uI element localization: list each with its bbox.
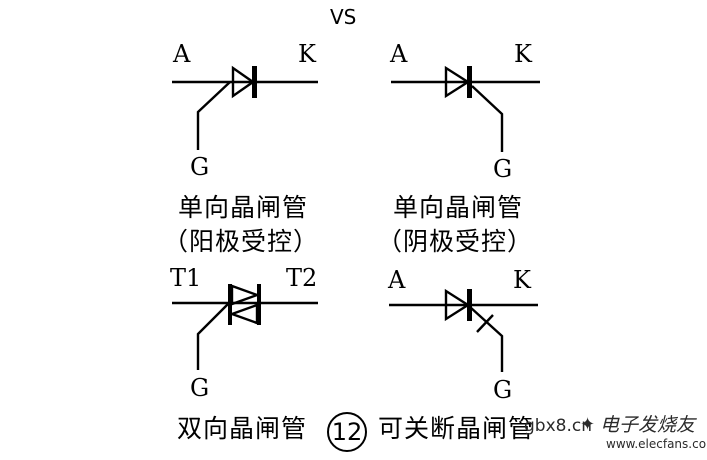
scr-anode-terminal-g: G (190, 153, 210, 181)
scr-cathode-terminal-g: G (493, 155, 513, 183)
gto-gate-lead (469, 306, 504, 372)
scr-anode-gate-lead (196, 81, 231, 150)
scr-anode-terminal-k: K (298, 40, 316, 68)
scr-cathode-terminal-a: A (390, 40, 408, 68)
scr-cathode-gate-lead (471, 85, 504, 152)
watermark-url: www.elecfans.com (606, 437, 707, 451)
triac-right-bar (257, 284, 261, 325)
scr-anode-symbol (172, 65, 318, 150)
triac-caption: 双向晶闸管 (177, 414, 308, 443)
watermark-left: gbx8.cn (524, 416, 592, 436)
scr-cathode-caption: 单向晶闸管 (393, 193, 524, 222)
gto-cathode-bar (467, 289, 472, 321)
triac-forward-triangle (230, 284, 261, 306)
triac-terminal-t2: T2 (286, 264, 318, 292)
triac-gate-lead (196, 303, 229, 370)
scr-anode-diode-triangle (231, 65, 256, 99)
scr-anode-caption: 单向晶闸管 (178, 193, 309, 222)
triac-symbol (172, 284, 318, 370)
gto-terminal-k: K (513, 266, 531, 294)
gto-symbol (389, 288, 538, 372)
triac-reverse-triangle (228, 303, 259, 325)
gto-diode-triangle (444, 288, 471, 322)
scr-cathode-subcaption: （阴极受控） (377, 227, 534, 256)
gto-terminal-g: G (493, 376, 513, 404)
figure-number-badge: 12 (327, 412, 367, 452)
gto-caption: 可关断晶闸管 (378, 414, 535, 443)
vs-label: VS (330, 5, 357, 29)
scr-cathode-diode-triangle (444, 65, 471, 99)
scr-anode-subcaption: （阳极受控） (163, 227, 320, 256)
scr-cathode-symbol (391, 65, 540, 152)
scr-anode-terminal-a: A (173, 40, 191, 68)
scr-anode-cathode-bar (252, 66, 257, 98)
triac-terminal-t1: T1 (170, 264, 202, 292)
triac-left-bar (228, 284, 232, 325)
gto-terminal-a: A (388, 266, 406, 294)
gto-turnoff-slash (476, 314, 494, 333)
scr-cathode-cathode-bar (467, 66, 472, 98)
triac-terminal-g: G (190, 374, 210, 402)
watermark-right: 电子发烧友 (600, 414, 696, 436)
watermark-logo-icon: ✦ (580, 414, 596, 435)
scr-cathode-terminal-k: K (514, 40, 532, 68)
